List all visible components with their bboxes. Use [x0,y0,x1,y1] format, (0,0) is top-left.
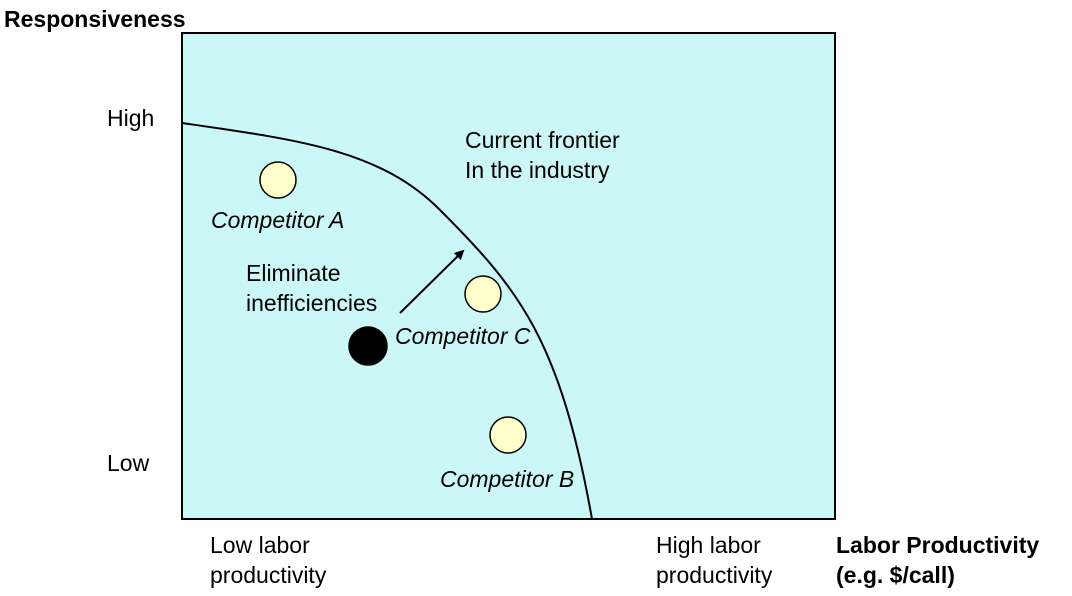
competitor-c-marker [464,275,502,313]
frontier-label-line2: In the industry [465,157,610,183]
frontier-label-line1: Current frontier [465,127,620,153]
competitor-a-label: Competitor A [211,207,345,233]
competitor-b-marker [489,416,527,454]
x-axis-title-line1: Labor Productivity [836,532,1040,558]
x-axis-high-label-line2: productivity [656,562,773,588]
competitor-c-label: Competitor C [395,323,531,349]
improvement-arrow [399,249,465,314]
y-axis-high-label: High [107,105,155,131]
arrow-label-line1: Eliminate [246,260,341,286]
y-axis-title: Responsiveness [4,6,186,32]
y-axis-low-label: Low [107,450,150,476]
arrow-label-line2: inefficiencies [246,290,378,316]
x-axis-high-label-line1: High labor [656,532,761,558]
x-axis-low-label-line1: Low labor [210,532,310,558]
x-axis-title-line2: (e.g. $/call) [836,562,955,588]
competitor-a-marker [259,161,297,199]
efficient-frontier-curve [181,122,593,520]
competitor-b-label: Competitor B [440,466,575,492]
x-axis-low-label-line2: productivity [210,562,327,588]
own-firm-marker [348,326,388,366]
